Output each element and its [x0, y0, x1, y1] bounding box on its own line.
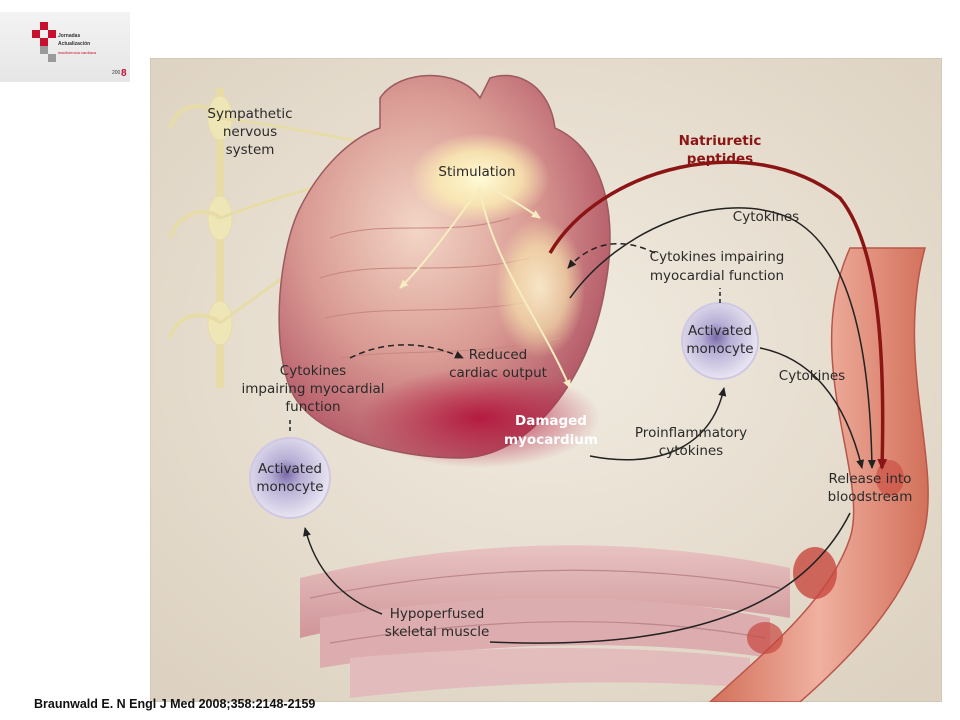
- label-activated-right-2: monocyte: [686, 341, 753, 357]
- label-proinflammatory-1: Proinflammatory: [635, 425, 747, 441]
- label-proinflammatory-2: cytokines: [659, 443, 723, 459]
- cytokines-top-arrow: [569, 207, 876, 469]
- label-release-1: Release into: [829, 471, 912, 487]
- label-natriuretic-1: Natriuretic: [679, 133, 762, 149]
- label-stimulation: Stimulation: [438, 164, 515, 180]
- logo-line-1: Jornadas: [58, 33, 81, 39]
- cytokines-mid-arrow: [759, 347, 864, 469]
- label-hypoperfused-2: skeletal muscle: [385, 624, 490, 640]
- logo-year-b: 8: [121, 68, 127, 79]
- logo-year-a: 200: [112, 70, 121, 76]
- label-activated-right-1: Activated: [688, 323, 752, 339]
- label-cytokines-impairing-left-2: impairing myocardial: [242, 381, 385, 397]
- label-damaged-2: myocardium: [504, 432, 598, 448]
- activated-monocyte-left-cell: [249, 437, 331, 519]
- label-cytokines-impairing-left-1: Cytokines: [280, 363, 346, 379]
- label-cytokines-impairing-right-1: Cytokines impairing: [650, 249, 785, 265]
- logo-line-2: Actualización: [58, 41, 91, 47]
- label-sympathetic-1: Sympathetic: [207, 106, 292, 122]
- hypoperfused-arrow: [303, 527, 383, 615]
- label-natriuretic-2: peptides: [687, 151, 753, 167]
- logo-background: [0, 12, 130, 82]
- label-damaged-1: Damaged: [515, 413, 587, 429]
- skeletal-muscle: [300, 545, 790, 698]
- proinflammatory-arrow: [589, 387, 727, 461]
- logo-mark: [32, 22, 56, 62]
- heart-failure-illustration: Sympathetic nervous system Stimulation N…: [150, 58, 942, 702]
- illustration-svg: Sympathetic nervous system Stimulation N…: [150, 58, 942, 702]
- logo: Jornadas Actualización insuficiencia car…: [0, 0, 132, 84]
- blood-vessel: [708, 247, 929, 702]
- hypoperfused-to-vessel-line: [489, 512, 851, 644]
- arrows: [289, 160, 888, 644]
- logo-line-3: insuficiencia cardiaca: [58, 50, 97, 55]
- label-cytokines-top: Cytokines: [733, 209, 799, 225]
- label-sympathetic-2: nervous: [223, 124, 277, 140]
- label-hypoperfused-1: Hypoperfused: [390, 606, 485, 622]
- label-reduced-output-2: cardiac output: [449, 365, 547, 381]
- heart: [278, 74, 611, 468]
- citation: Braunwald E. N Engl J Med 2008;358:2148-…: [34, 697, 316, 711]
- label-activated-left-1: Activated: [258, 461, 322, 477]
- cytokines-impairing-right-arrow: [567, 242, 656, 269]
- label-sympathetic-3: system: [226, 142, 275, 158]
- label-activated-left-2: monocyte: [256, 479, 323, 495]
- label-release-2: bloodstream: [828, 489, 913, 505]
- label-cytokines-impairing-left-3: function: [285, 399, 340, 415]
- natriuretic-arrow: [548, 160, 888, 470]
- label-reduced-output-1: Reduced: [469, 347, 528, 363]
- label-cytokines-mid: Cytokines: [779, 368, 845, 384]
- label-cytokines-impairing-right-2: myocardial function: [650, 268, 784, 284]
- cytokines-impairing-left-arrow: [349, 344, 464, 359]
